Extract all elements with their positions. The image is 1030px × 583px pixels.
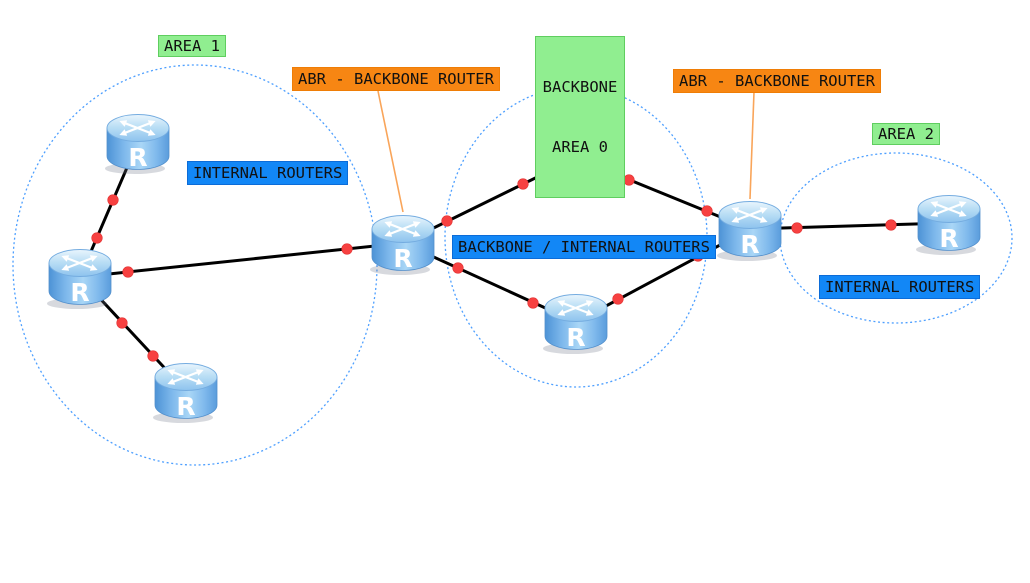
junction-dots [91,174,897,362]
junction-dot [701,205,713,217]
router-area1-mid [47,250,111,310]
router-abr-right [717,202,781,262]
junction-dot [517,178,529,190]
area2-label: AREA 2 [872,123,940,145]
junction-dot [441,215,453,227]
backbone-internal-routers-label: BACKBONE / INTERNAL ROUTERS [452,235,716,259]
callout-line-abr-left [377,90,404,213]
junction-dot [91,232,103,244]
junction-dot [791,222,803,234]
junction-dot [452,262,464,274]
area0-label: BACKBONE AREA 0 [535,36,625,198]
router-area0-bottom [543,295,607,355]
area1-boundary [12,64,378,466]
area0-label-line1: BACKBONE [542,78,618,96]
router-abr-left [370,216,434,276]
abr-right-label: ABR - BACKBONE ROUTER [673,69,881,93]
junction-dot [122,266,134,278]
internal-routers-area2-label: INTERNAL ROUTERS [819,275,981,299]
router-area1-bottom [153,364,217,424]
internal-routers-area1-label: INTERNAL ROUTERS [187,161,349,185]
junction-dot [623,174,635,186]
junction-dot [341,243,353,255]
area0-label-line2: AREA 0 [552,138,608,156]
area1-label: AREA 1 [158,35,226,57]
callout-line-abr-right [749,91,755,200]
junction-dot [612,293,624,305]
area2-boundary [779,152,1013,324]
abr-left-label: ABR - BACKBONE ROUTER [292,67,500,91]
junction-dot [527,297,539,309]
router-area1-top [105,115,169,175]
junction-dot [885,219,897,231]
junction-dot [107,194,119,206]
junction-dot [147,350,159,362]
router-area2 [916,196,980,256]
link-abrright-a2 [748,221,951,231]
junction-dot [116,317,128,329]
